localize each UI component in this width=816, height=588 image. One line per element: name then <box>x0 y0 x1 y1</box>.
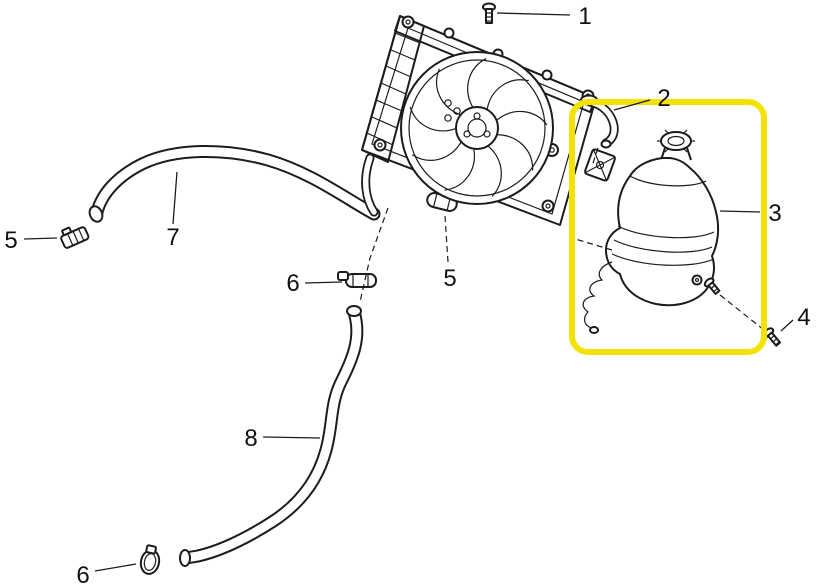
assembly-dashed-lines <box>359 147 765 331</box>
highlight-box <box>569 99 767 355</box>
lower-hose-end-opening <box>179 549 191 567</box>
tank-screw-boss <box>691 274 703 286</box>
hose-clamp-5-left <box>60 226 90 249</box>
fan-blades <box>409 58 548 197</box>
fan <box>400 51 554 205</box>
callout-3-label: 3 <box>768 200 781 227</box>
lower-hose <box>179 305 364 567</box>
bolt-1 <box>482 2 496 24</box>
upper-hose-end-opening <box>88 205 104 223</box>
callout-7-label: 7 <box>166 224 179 251</box>
callout-1-label: 1 <box>578 3 591 30</box>
upper-hose <box>88 145 381 223</box>
callout-8-label: 8 <box>244 425 257 452</box>
callout-5-left-label: 5 <box>4 227 17 254</box>
lower-hose-top-opening <box>346 305 362 317</box>
radiator-side-bracket <box>584 148 616 182</box>
callout-6-center-label: 6 <box>286 270 299 297</box>
expansion-tank <box>582 129 720 334</box>
callout-6-bottom-label: 6 <box>76 562 89 588</box>
tank-drain-hose <box>582 261 613 329</box>
radiator <box>361 15 616 226</box>
leader-lines <box>23 12 794 572</box>
hose-clamp-6-bottom <box>139 544 161 575</box>
callout-4-label: 4 <box>797 304 810 331</box>
fan-hub <box>455 106 499 150</box>
callout-5-center-label: 5 <box>443 265 456 292</box>
tank-screw <box>703 277 721 295</box>
hose-clamp-6-center <box>337 271 377 288</box>
tank-cap <box>657 129 695 153</box>
callout-2-label: 2 <box>657 85 670 112</box>
